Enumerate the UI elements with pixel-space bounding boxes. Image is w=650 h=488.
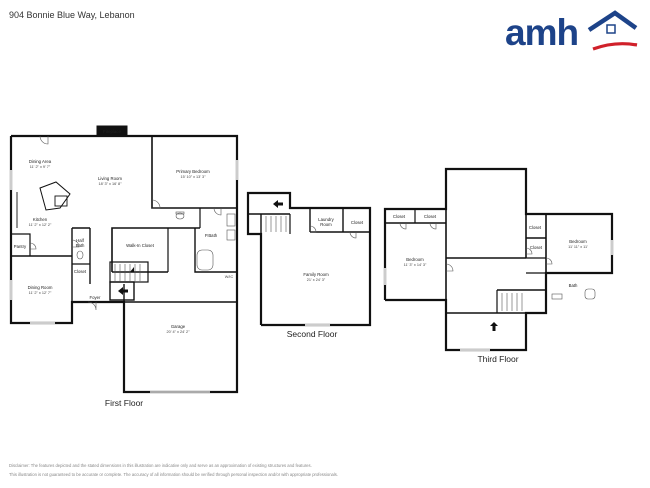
label-bedroom-left: Bedroom <box>406 257 424 262</box>
dims-garage: 20' 4" x 24' 2" <box>167 330 191 334</box>
label-family-room: Family Room <box>303 272 329 277</box>
label-walk-in-closet: Walk-In Closet <box>126 243 155 248</box>
label-garage: Garage <box>171 324 186 329</box>
second-floor-plan <box>246 191 372 327</box>
label-closet-second: Closet <box>351 220 364 225</box>
first-floor-label: First Floor <box>105 398 143 408</box>
third-floor-label: Third Floor <box>477 354 518 364</box>
stair-arrow-icon <box>118 287 128 295</box>
label-bath: Bath <box>569 283 578 288</box>
label-dining-area: Dining Area <box>29 159 52 164</box>
label-pantry: Pantry <box>14 244 27 249</box>
dims-dining-room: 11' 2" x 12' 7" <box>29 291 52 295</box>
logo-wordmark: amh <box>505 12 579 53</box>
label-laundry-1: Laundry <box>318 217 334 222</box>
dims-kitchen: 11' 2" x 12' 2" <box>29 223 52 227</box>
house-roof-icon <box>587 10 638 51</box>
dims-primary-bedroom: 15' 10" x 13' 3" <box>180 175 206 179</box>
label-bedroom-right: Bedroom <box>569 239 587 244</box>
amh-logo: amh <box>505 8 640 54</box>
property-address: 904 Bonnie Blue Way, Lebanon <box>9 10 135 20</box>
label-closet-third-c: Closet <box>529 225 542 230</box>
label-laundry-2: Room <box>320 222 332 227</box>
label-dining-room: Dining Room <box>28 285 53 290</box>
stair-arrow-icon <box>130 267 134 272</box>
label-closet-first: Closet <box>74 269 87 274</box>
dims-bedroom-right: 11' 11" x 11' <box>568 245 588 249</box>
label-foyer: Foyer <box>90 295 102 300</box>
second-floor-label: Second Floor <box>287 329 338 339</box>
label-living-room: Living Room <box>98 176 122 181</box>
dims-dining-area: 11' 2" x 9' 7" <box>30 165 51 169</box>
label-closet-third-d: Closet <box>530 245 543 250</box>
label-half-bath-1: Half <box>76 238 84 243</box>
label-kitchen: Kitchen <box>33 217 48 222</box>
label-closet-third-a: Closet <box>393 214 406 219</box>
label-half-bath-2: Bath <box>76 243 85 248</box>
stair-arrow-icon <box>490 322 498 331</box>
dims-living-room: 18' 3" x 16' 8" <box>99 182 123 186</box>
label-fireplace: Fireplace <box>103 129 121 134</box>
disclaimer-line-1: Disclaimer: The features depicted and th… <box>9 463 312 468</box>
dims-bedroom-left: 11' 3" x 14' 3" <box>404 263 427 267</box>
label-primary-bedroom: Primary Bedroom <box>176 169 210 174</box>
dims-family-room: 21' x 24' 3" <box>307 278 326 282</box>
label-pbath: P.Bath <box>205 233 218 238</box>
disclaimer-line-2: This illustration is not guaranteed to b… <box>9 472 339 477</box>
label-wic: W/IC <box>225 275 234 279</box>
stair-arrow-icon <box>273 200 283 208</box>
label-closet-third-b: Closet <box>424 214 437 219</box>
